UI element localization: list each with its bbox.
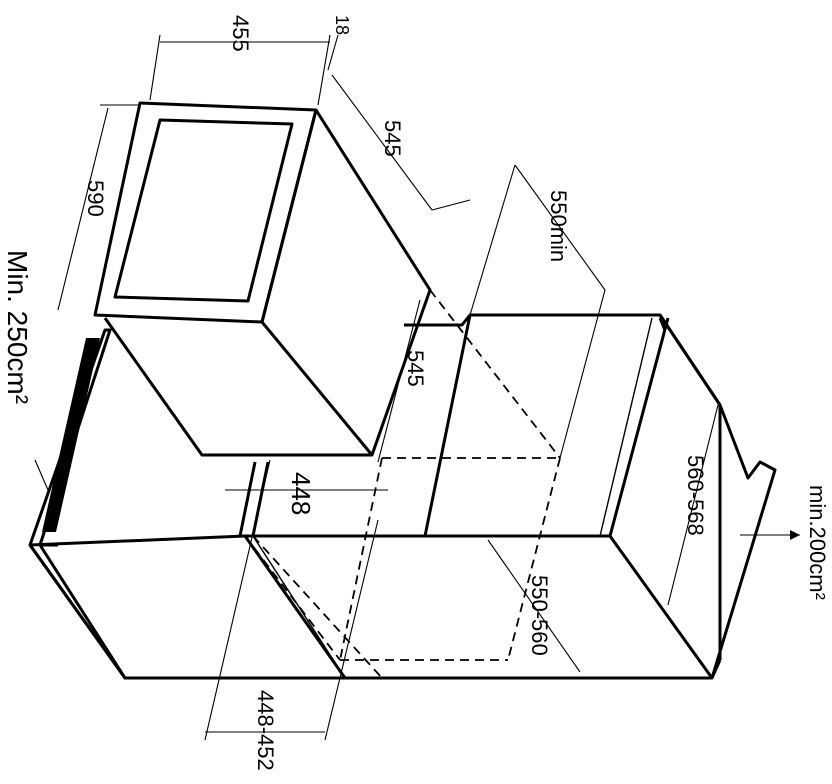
dim-455-ext-right	[317, 34, 331, 106]
cabinet-divider	[243, 535, 347, 679]
appliance-body-edge	[260, 321, 374, 456]
label-550min: 550min	[546, 190, 571, 262]
dim-550min-line	[514, 164, 606, 291]
cabinet-shelf-left	[238, 461, 257, 537]
dash-6	[252, 535, 383, 679]
label-18: 18	[332, 15, 352, 35]
dimension-lines	[34, 34, 800, 741]
label-448: 448	[286, 472, 316, 515]
dim-590-line	[57, 107, 109, 311]
cabinet-top-bevel	[658, 317, 667, 331]
label-560-568: 560-568	[683, 455, 708, 536]
cabinet-base-bevel	[710, 659, 722, 679]
cabinet-back-top	[658, 314, 722, 406]
cabinet-right-edge	[608, 535, 714, 679]
label-550-560: 550-560	[527, 575, 552, 656]
dim-455-ext-left	[149, 34, 161, 101]
dim-550min-ext-right	[559, 289, 606, 459]
label-590: 590	[83, 180, 108, 217]
cabinet-top-edge	[29, 317, 670, 547]
vent-bottom-arrowhead	[790, 530, 800, 540]
dim-545-mid-line	[377, 299, 421, 463]
dim-550-560-line	[487, 539, 581, 673]
label-545-top: 545	[380, 120, 405, 157]
label-455: 455	[228, 15, 253, 52]
dash-3	[507, 457, 561, 661]
appliance-front-side	[260, 109, 318, 323]
appliance	[93, 101, 432, 457]
dash-7	[244, 535, 341, 661]
dash-1	[429, 289, 561, 459]
vent-top-leader	[34, 459, 49, 491]
appliance-front-frame	[93, 101, 318, 324]
label-545-mid: 545	[403, 350, 428, 387]
dash-4	[339, 457, 383, 661]
dim-550min-ext-left	[469, 164, 516, 316]
dim-560-568-line	[667, 404, 719, 606]
cabinet-outline	[28, 313, 777, 680]
cabinet-shelf-edge	[252, 535, 346, 679]
appliance-front-window	[113, 118, 294, 303]
cabinet	[28, 313, 777, 680]
dimension-labels: 455 18 590 545 550min 545 448 448-452 55…	[2, 15, 830, 771]
appliance-body	[103, 109, 432, 457]
label-448-452: 448-452	[253, 690, 278, 771]
dim-545-top-line	[331, 74, 433, 211]
cabinet-shelf-front	[423, 314, 472, 537]
label-min-200: min.200cm²	[805, 485, 830, 600]
cabinet-inner-panel	[599, 317, 653, 537]
ventilation-slot	[42, 338, 100, 532]
dim-448-452-ext-right	[324, 519, 379, 741]
dim-448-452-ext-left	[204, 459, 271, 741]
dim-18-ext	[327, 34, 339, 71]
dim-545-top-ext	[431, 199, 471, 211]
niche-hidden-lines	[244, 289, 561, 679]
label-min-250: Min. 250cm²	[2, 250, 33, 404]
